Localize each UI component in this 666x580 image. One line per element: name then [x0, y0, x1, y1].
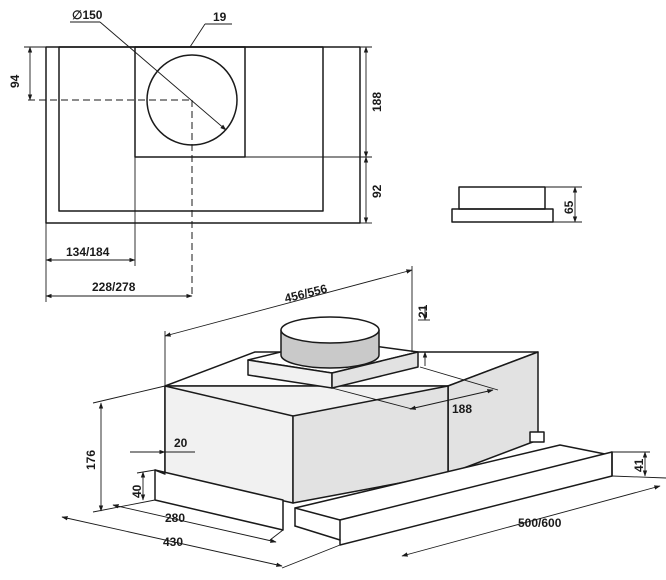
drawer-clip [529, 431, 545, 443]
diameter-leader [99, 21, 227, 131]
base-edge [154, 469, 166, 475]
collar-side-face [331, 351, 419, 389]
label-depth-total: 430 [163, 535, 183, 549]
label-top-length: 456/556 [283, 281, 329, 305]
ext-height-top [92, 385, 166, 404]
dim-depth-total [61, 516, 283, 567]
side-view-spigot [458, 186, 546, 210]
ext-drawer-right [611, 475, 666, 479]
label-offset-top: 19 [213, 10, 227, 24]
ext-depth-right [269, 529, 284, 541]
ext-spigot-offset-b [419, 366, 499, 391]
side-view: 65 [451, 186, 582, 223]
label-drawer-height: 41 [632, 458, 646, 472]
ext-depth-total-right [281, 544, 341, 569]
isometric-view: 456/556 21 188 176 20 40 280 430 [61, 266, 666, 569]
label-spigot-offset: 188 [452, 402, 472, 416]
top-view-inner-panel [58, 46, 324, 212]
dim-spigot-offset [409, 389, 494, 410]
drawer-bottom-edge [294, 525, 341, 541]
spigot-top [280, 316, 380, 344]
ext-spigot-offset-a [331, 387, 413, 410]
top-view-outer-frame [45, 46, 361, 224]
top-view: ∅150 19 94 188 92 134/184 228/278 [8, 8, 384, 302]
label-side-height: 65 [562, 200, 576, 214]
label-drawer-width: 500/600 [518, 516, 562, 530]
label-collar-height: 21 [416, 304, 430, 318]
label-upper-height: 188 [370, 92, 384, 112]
side-view-body [451, 208, 554, 223]
label-total-height: 176 [84, 450, 98, 470]
label-outer-width: 228/278 [92, 280, 136, 294]
label-depth: 280 [165, 511, 185, 525]
label-flange: 20 [174, 436, 188, 450]
label-base-height: 40 [130, 484, 144, 498]
ext-height-bottom [92, 499, 156, 513]
dim-drawer-width [401, 485, 661, 557]
label-lower-height: 92 [370, 184, 384, 198]
offset-leader [189, 23, 206, 48]
dim-top-length [164, 269, 413, 337]
label-left-height: 94 [8, 74, 22, 88]
label-inner-width: 134/184 [66, 245, 110, 259]
label-diameter: ∅150 [72, 8, 103, 22]
ext-base-top [136, 469, 156, 474]
spigot-plate [134, 46, 246, 158]
